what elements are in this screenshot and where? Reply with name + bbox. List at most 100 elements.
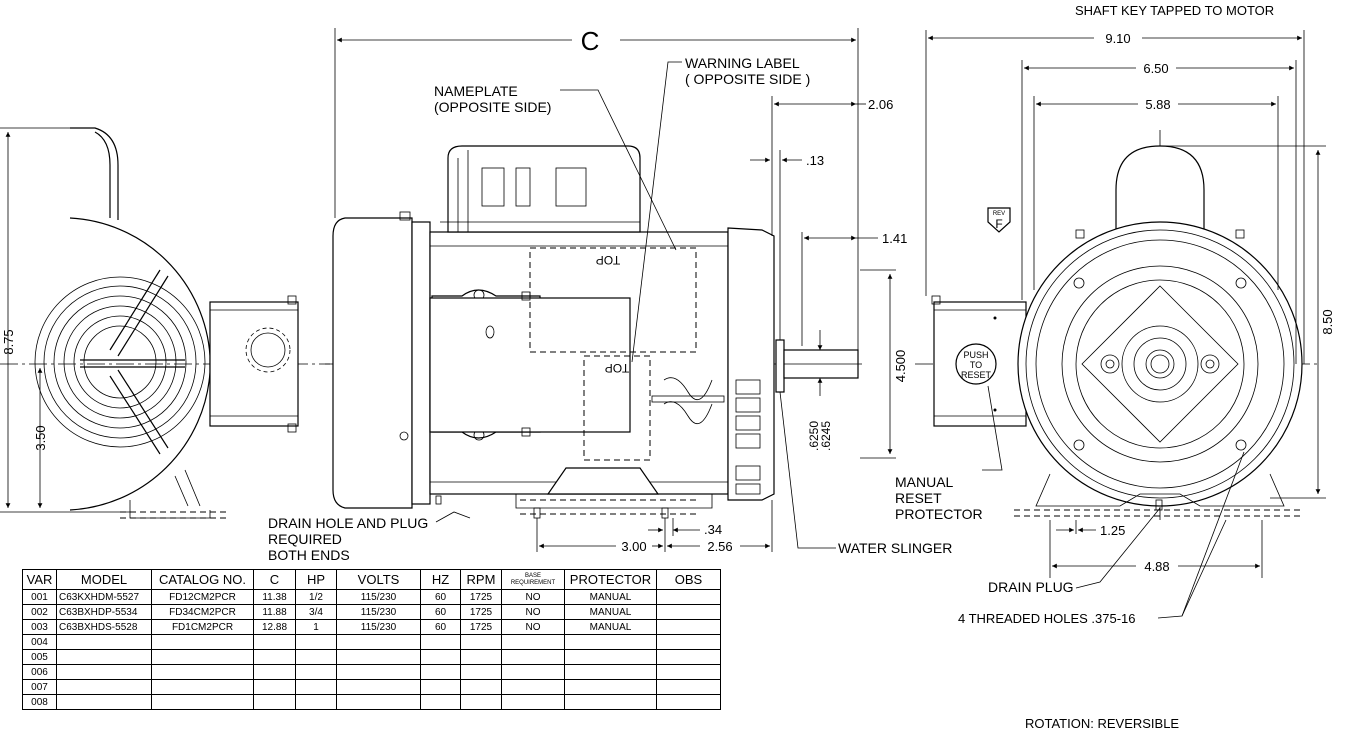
dim-488: 4.88: [1052, 520, 1263, 578]
th-base: BASE REQUIREMENT: [501, 569, 565, 590]
dim-850-label: 8.50: [1320, 309, 1335, 334]
dim-206-label: 2.06: [868, 97, 893, 112]
th-obs: OBS: [656, 569, 721, 590]
cell: [253, 649, 296, 665]
dim-125: 1.25: [1049, 520, 1125, 578]
rev-label: REV: [993, 211, 1005, 217]
dim-588-label: 5.88: [1145, 97, 1170, 112]
nameplate-sub: (OPPOSITE SIDE): [434, 99, 551, 115]
cell: [295, 664, 337, 680]
cell: MANUAL: [564, 589, 657, 605]
dim-6245-label: .6245: [819, 421, 833, 451]
dim-foot: 3.00 2.56 .34: [536, 500, 773, 554]
th-var: VAR: [22, 569, 57, 590]
cell: 1725: [460, 604, 502, 620]
dim-256-label: 2.56: [707, 539, 732, 554]
manual-reset-3: PROTECTOR: [895, 506, 983, 522]
th-rpm: RPM: [460, 569, 502, 590]
cell: [253, 634, 296, 650]
dim-034-label: .34: [704, 522, 722, 537]
dim-350-label: 3.50: [33, 425, 48, 450]
cell: [253, 664, 296, 680]
cell: [56, 679, 152, 695]
cell: 115/230: [336, 589, 421, 605]
cell: [56, 634, 152, 650]
cell: 004: [22, 634, 57, 650]
to-text: TO: [970, 360, 982, 370]
cell: [656, 619, 721, 635]
cell: NO: [501, 619, 565, 635]
cell: [656, 694, 721, 710]
cell: [336, 664, 421, 680]
cell: [460, 679, 502, 695]
th-protector: PROTECTOR: [564, 569, 657, 590]
cell: FD1CM2PCR: [151, 619, 254, 635]
callouts-side: WARNING LABEL ( OPPOSITE SIDE ) NAMEPLAT…: [268, 55, 952, 563]
cell: [56, 664, 152, 680]
cell: [151, 694, 254, 710]
table-header: VAR MODEL CATALOG NO. C HP VOLTS HZ RPM …: [22, 569, 721, 590]
right-end-view: PUSH TO RESET REV F: [915, 130, 1320, 520]
warning-label-sub: ( OPPOSITE SIDE ): [685, 71, 810, 87]
cell: 007: [22, 679, 57, 695]
cell: 3/4: [295, 604, 337, 620]
cell: [336, 634, 421, 650]
th-c: C: [253, 569, 296, 590]
water-slinger-text: WATER SLINGER: [838, 540, 952, 556]
cell: [656, 679, 721, 695]
cell: 005: [22, 649, 57, 665]
cell: [501, 634, 565, 650]
cell: [151, 664, 254, 680]
drain-hole-text-3: BOTH ENDS: [268, 547, 350, 563]
dim-4500: 4.500: [860, 269, 908, 459]
dim-4500-label: 4.500: [893, 350, 908, 383]
dim-c: C: [334, 26, 859, 350]
left-end-view: [0, 127, 330, 519]
drain-plug-text: DRAIN PLUG: [988, 579, 1074, 595]
top-mark-1: TOP: [596, 253, 620, 267]
cell: [460, 664, 502, 680]
cell: C63BXHDP-5534: [56, 604, 152, 620]
dim-300-label: 3.00: [621, 539, 646, 554]
rotation-text: ROTATION: REVERSIBLE: [1025, 716, 1179, 731]
cell: 60: [420, 589, 461, 605]
cell: [420, 634, 461, 650]
table-row: 005: [22, 649, 721, 665]
th-model: MODEL: [56, 569, 152, 590]
cell: [656, 604, 721, 620]
cell: 115/230: [336, 604, 421, 620]
manual-reset-1: MANUAL: [895, 474, 954, 490]
threaded-holes-text: 4 THREADED HOLES .375-16: [958, 611, 1136, 626]
cell: FD12CM2PCR: [151, 589, 254, 605]
cell: [564, 634, 657, 650]
cell: 001: [22, 589, 57, 605]
cell: [460, 634, 502, 650]
cell: [151, 634, 254, 650]
dim-588: 5.88: [1033, 96, 1279, 290]
leaders-side: [435, 61, 836, 549]
dim-shaft-dia: .6250 .6245: [807, 421, 833, 451]
dim-c-label: C: [581, 26, 600, 56]
table-row: 007: [22, 679, 721, 695]
spec-table: VAR MODEL CATALOG NO. C HP VOLTS HZ RPM …: [22, 569, 721, 710]
cell: [295, 634, 337, 650]
cell: [501, 694, 565, 710]
table-row: 006: [22, 664, 721, 680]
table-row: 003 C63BXHDS-5528 FD1CM2PCR 12.88 1 115/…: [22, 619, 721, 635]
push-text: PUSH: [963, 350, 988, 360]
dim-013: .13: [750, 150, 824, 340]
cell: [420, 694, 461, 710]
reset-text: RESET: [961, 370, 992, 380]
cell: [460, 649, 502, 665]
callouts-right: SHAFT KEY TAPPED TO MOTOR MANUAL RESET P…: [895, 3, 1274, 731]
cell: 006: [22, 664, 57, 680]
cell: 002: [22, 604, 57, 620]
shaft-key-text: SHAFT KEY TAPPED TO MOTOR: [1075, 3, 1274, 18]
cell: [656, 664, 721, 680]
side-view: TOP TOP: [325, 145, 862, 519]
dim-488-label: 4.88: [1144, 559, 1169, 574]
cell: [460, 694, 502, 710]
table-row: 002 C63BXHDP-5534 FD34CM2PCR 11.88 3/4 1…: [22, 604, 721, 620]
cell: 11.88: [253, 604, 296, 620]
